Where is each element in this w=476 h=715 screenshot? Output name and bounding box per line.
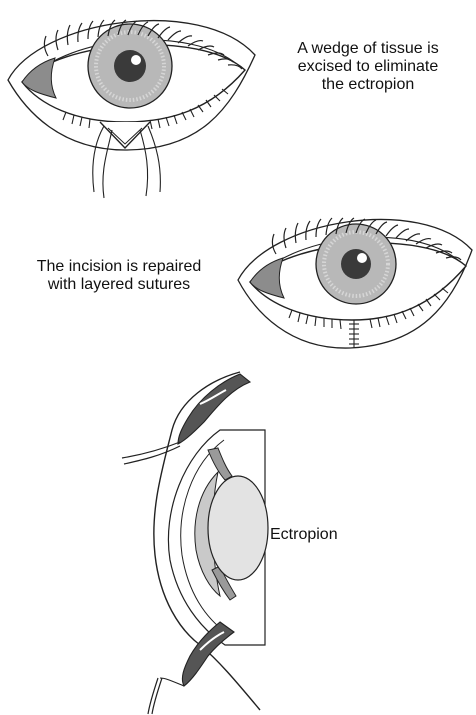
caption-repair-line2: with layered sutures bbox=[2, 276, 236, 294]
caption-ectropion: Ectropion bbox=[270, 526, 410, 544]
sutured-eye-illustration bbox=[230, 200, 476, 360]
wedge-excision-illustration bbox=[0, 0, 260, 200]
caption-repair-line1: The incision is repaired bbox=[2, 258, 236, 276]
caption-wedge-line3: the ectropion bbox=[262, 76, 474, 94]
caption-ectropion-label: Ectropion bbox=[270, 526, 410, 544]
ectropion-cross-section bbox=[100, 360, 280, 715]
caption-wedge-line2: excised to eliminate bbox=[262, 58, 474, 76]
suture-line bbox=[349, 320, 359, 348]
pupil bbox=[341, 249, 371, 279]
lens bbox=[208, 476, 268, 580]
caption-wedge-line1: A wedge of tissue is bbox=[262, 40, 474, 58]
pupil bbox=[114, 50, 146, 82]
caption-suture-repair: The incision is repaired with layered su… bbox=[2, 258, 236, 294]
caption-wedge-excision: A wedge of tissue is excised to eliminat… bbox=[262, 40, 474, 94]
